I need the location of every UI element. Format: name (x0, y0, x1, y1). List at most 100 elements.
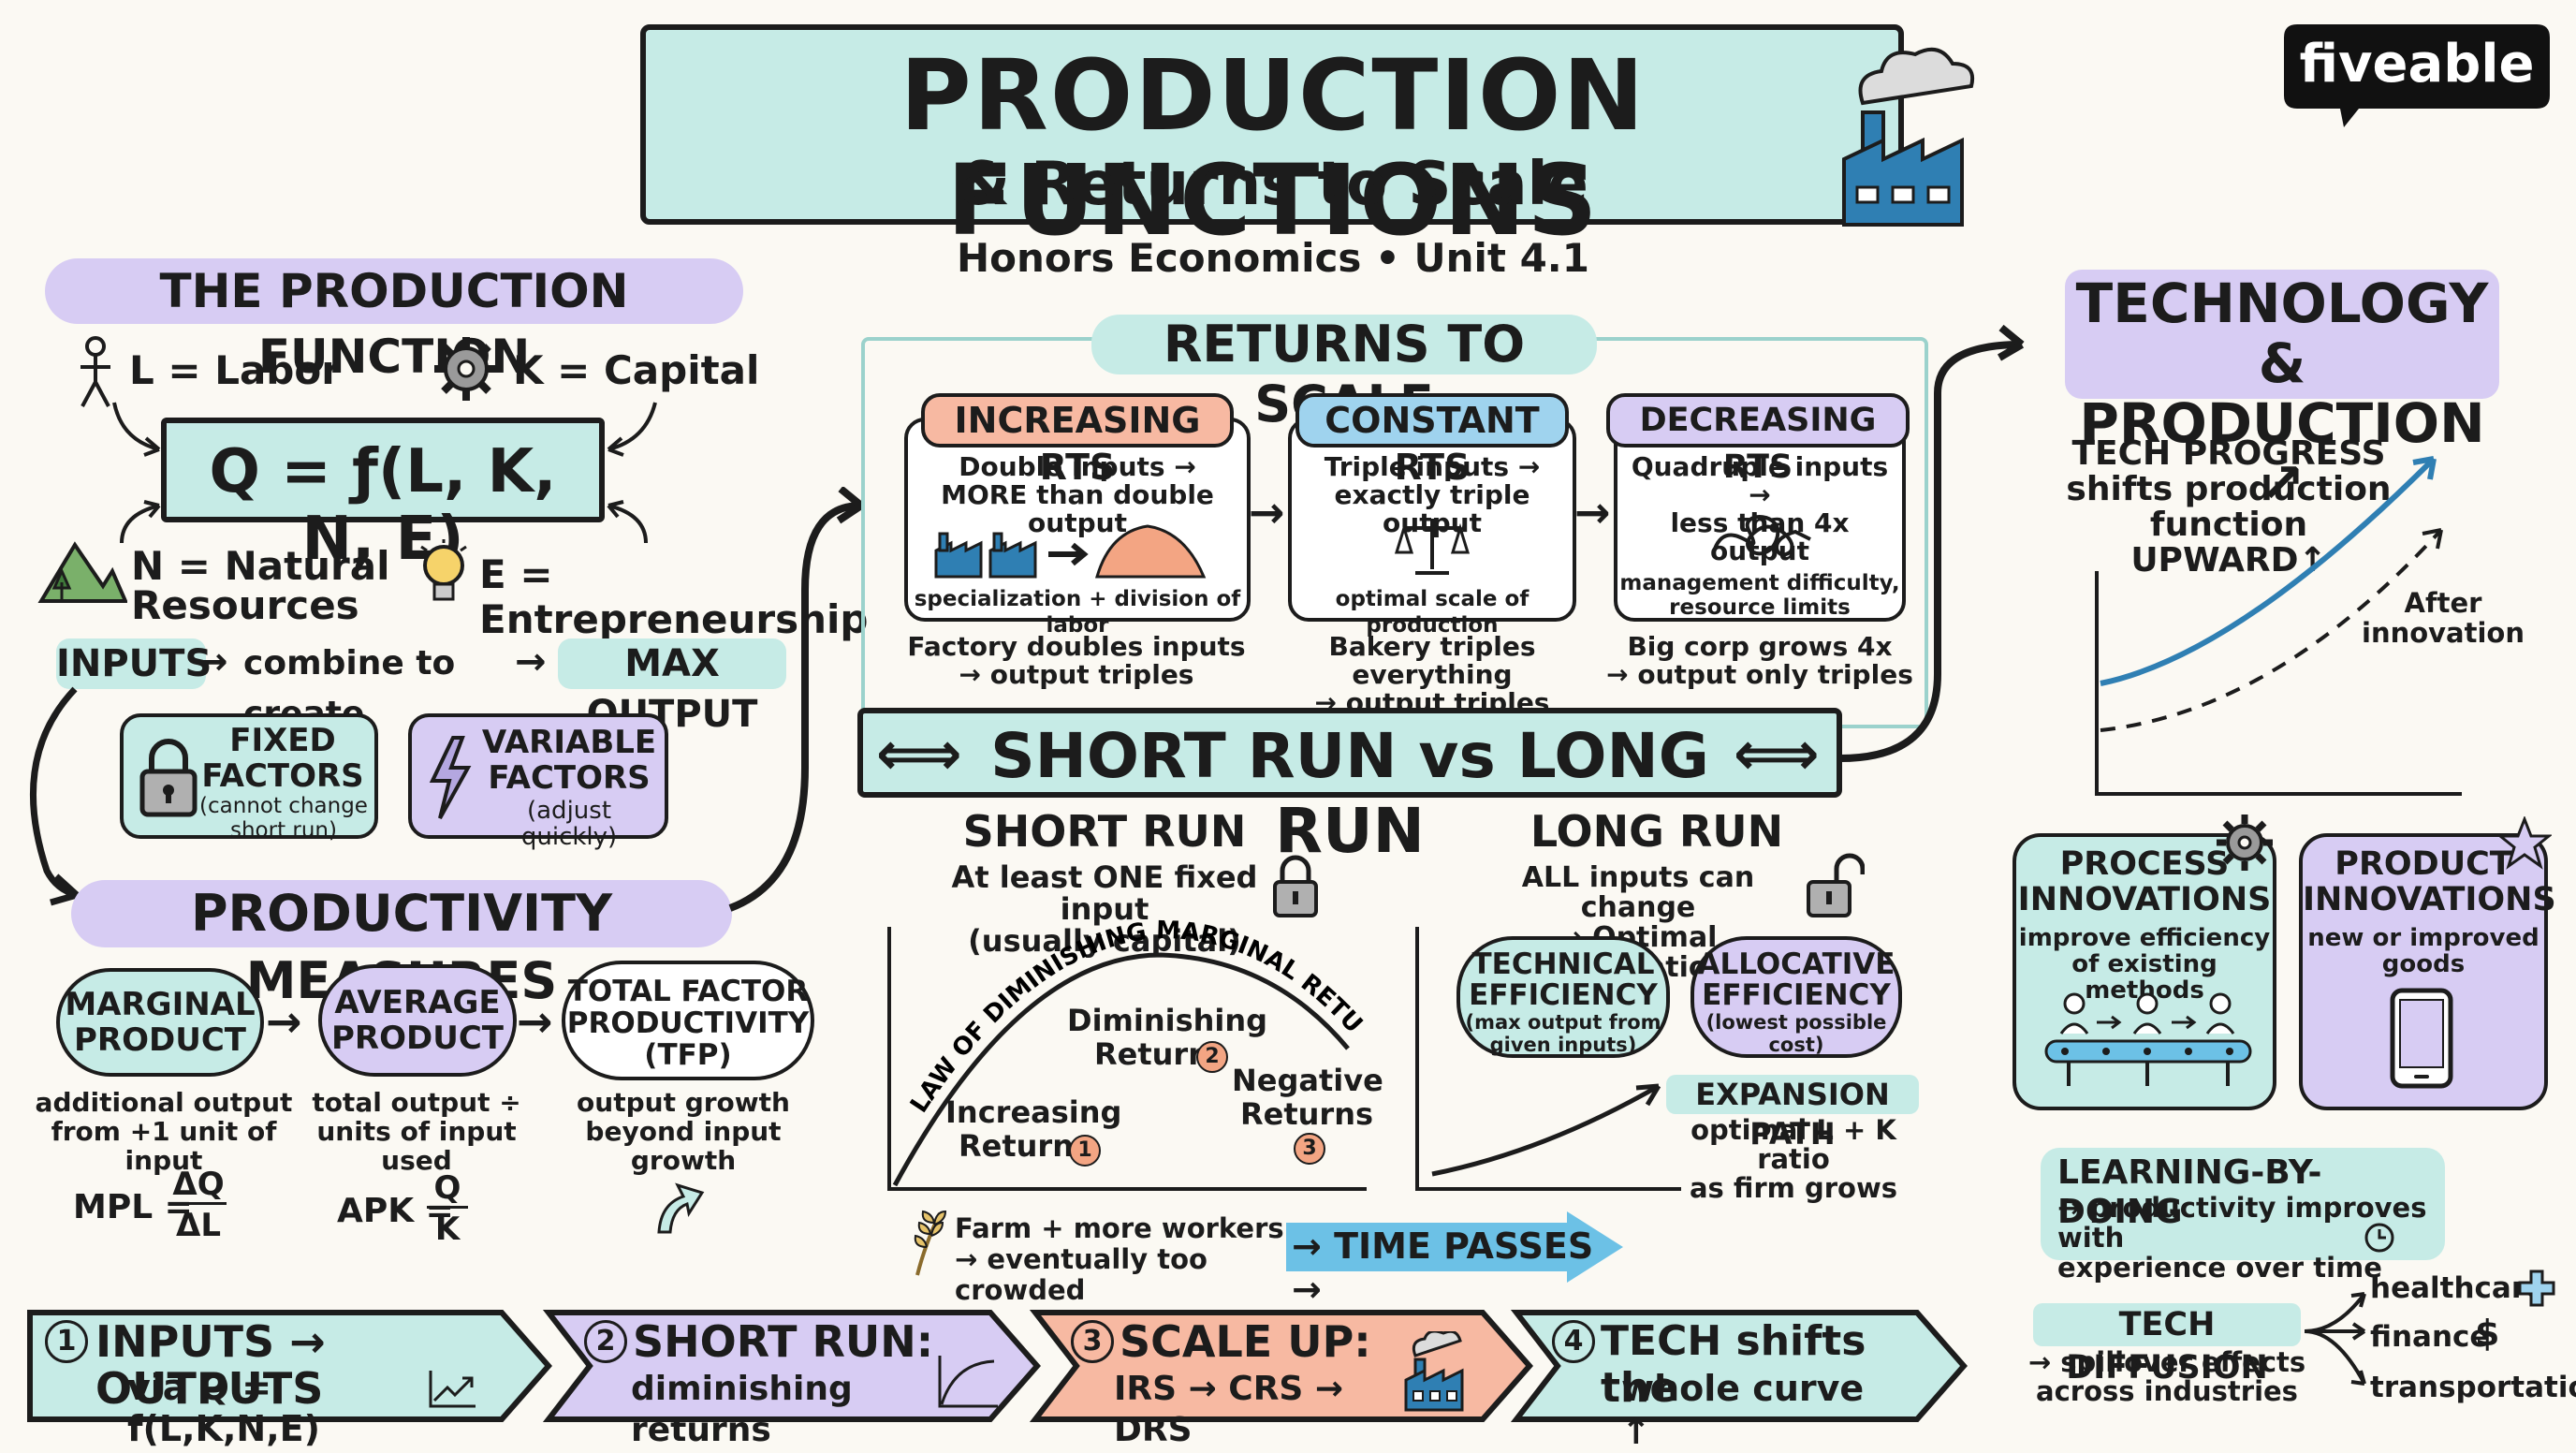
industry-finance: finance (2370, 1320, 2490, 1354)
capital-label: K = Capital (513, 347, 760, 393)
tfp-title: TOTAL FACTOR PRODUCTIVITY (TFP) (566, 975, 810, 1072)
diffusion-branches (2304, 1292, 2366, 1386)
natural-label: N = Natural Resources (131, 543, 390, 628)
apk-formula-lhs: APK = (337, 1192, 454, 1230)
drs-desc: Quadruple inputs → less than 4x output (1631, 451, 1889, 566)
fixed-factors-note: (cannot change short run) (199, 794, 368, 843)
step-1-line2: via Q = f(L,K,N,E) (127, 1367, 320, 1449)
fixed-factors-card: FIXED FACTORS (cannot change short run) (120, 713, 378, 843)
expansion-path-desc: optimal L + K ratio as firm grows (1689, 1114, 1898, 1204)
tech-diffusion-title: TECH DIFFUSION (2033, 1303, 2301, 1387)
process-innovations-card: PROCESS INNOVATIONS improve efficiency o… (2012, 833, 2276, 1110)
mpl-denominator: ΔL (176, 1207, 221, 1244)
runs-banner: ⟺ SHORT RUN vs LONG RUN ⟺ (857, 708, 1842, 867)
runs-banner-text: SHORT RUN vs LONG RUN (990, 720, 1709, 867)
summary-step-4: 4 TECH shifts the whole curve ↑ (1510, 1307, 1969, 1452)
badge-3: 3 (1294, 1133, 1325, 1165)
step-2-line2: diminishing returns (631, 1370, 853, 1449)
productivity-heading: PRODUCTIVITY MEASURES (71, 880, 732, 1010)
crs-example: Bakery triples everything → output tripl… (1314, 631, 1550, 718)
scale-factory-icon (1402, 1329, 1475, 1414)
long-run-title: LONG RUN (1530, 806, 1784, 857)
irs-to-crs-arrow: → (1249, 487, 1285, 537)
wheat-icon (906, 1208, 949, 1277)
step-3-line1: SCALE UP: (1120, 1316, 1371, 1367)
step-4-line2: whole curve ↑ (1621, 1368, 1865, 1452)
industry-healthcare: healthcare (2370, 1271, 2546, 1305)
allocative-efficiency-title: ALLOCATIVE EFFICIENCY (1697, 947, 1895, 1012)
step-4-line1: TECH shifts the (1601, 1317, 1866, 1412)
scale-icon (1394, 515, 1471, 577)
dollar-icon: $ (2475, 1313, 2500, 1354)
learning-by-doing-title: LEARNING-BY-DOING (2057, 1153, 2322, 1231)
industry-transportation: transportation (2370, 1371, 2576, 1404)
tangle-icon (1711, 511, 1814, 567)
curve-icon (936, 1354, 1002, 1410)
diminishing-returns-label: Diminishing Returns (1067, 1003, 1268, 1072)
irs-desc: Double inputs → MORE than double output (941, 451, 1214, 538)
inputs-arrow-1: → (197, 640, 228, 683)
step-4-number: 4 (1552, 1320, 1595, 1363)
tech-shift-chart (2095, 456, 2462, 796)
short-run-desc: At least ONE fixed input (usually capita… (951, 859, 1258, 959)
product-innovations-desc: new or improved goods (2307, 924, 2539, 978)
curved-arrow-to-productivity (30, 686, 80, 906)
plus-icon (2518, 1270, 2555, 1307)
returns-heading: RETURNS TO SCALE (1091, 315, 1597, 433)
process-innovations-title: PROCESS INNOVATIONS (2017, 845, 2272, 918)
allocative-efficiency-bubble: ALLOCATIVE EFFICIENCY (lowest possible c… (1690, 936, 1902, 1058)
fixed-factors-title: FIXED FACTORS (201, 722, 364, 795)
product-innovations-card: PRODUCT INNOVATIONS new or improved good… (2299, 833, 2556, 1110)
title-banner: PRODUCTION FUNCTIONS & Returns to Scale (640, 24, 1904, 253)
learning-by-doing-card: LEARNING-BY-DOING → productivity improve… (2041, 1148, 2445, 1283)
allocative-efficiency-note: (lowest possible cost) (1705, 1011, 1887, 1056)
step-3-number: 3 (1071, 1320, 1114, 1363)
process-gear-icon (2215, 813, 2275, 873)
arrow-to-technology (1839, 324, 2025, 762)
expansion-path-chart (1415, 927, 1681, 1191)
brand-name: fiveable (2299, 34, 2535, 95)
summary-step-3: 3 SCALE UP: IRS → CRS → DRS (1029, 1307, 1535, 1449)
variable-factors-note: (adjust quickly) (520, 797, 618, 851)
process-innovations-desc: improve efficiency of existing methods (2018, 924, 2271, 1005)
step-2-number: 2 (584, 1320, 627, 1363)
learning-by-doing-desc: → productivity improves with experience … (2057, 1192, 2427, 1284)
irs-factories-icon (932, 517, 1213, 582)
mpl-numerator: ΔQ (170, 1167, 227, 1205)
diminishing-returns-chart: LAW OF DIMINISHING MARGINAL RETURNS (880, 917, 1368, 1191)
factory-icon (1835, 37, 1994, 234)
after-innovation-label: After innovation (2362, 587, 2525, 649)
lightbulb-icon (417, 539, 470, 609)
inputs-arrow-2: → (515, 640, 547, 683)
variable-factors-title: VARIABLE FACTORS (481, 724, 657, 797)
average-product-bubble: AVERAGE PRODUCT (318, 964, 517, 1077)
tech-diffusion-desc: → spillover effects across industries (2027, 1346, 2306, 1407)
short-run-lock-icon (1271, 854, 1320, 919)
technical-efficiency-note: (max output from given inputs) (1465, 1011, 1661, 1056)
step-2-line1: SHORT RUN: (633, 1316, 934, 1367)
apk-denominator: K (434, 1211, 461, 1248)
growth-arrow-icon (651, 1176, 708, 1236)
crs-title: CONSTANT RTS (1295, 393, 1569, 488)
summary-step-2: 2 SHORT RUN: diminishing returns (542, 1307, 1043, 1449)
step-3-line2: IRS → CRS → DRS (1114, 1370, 1344, 1449)
mpl-formula-lhs: MPL = (73, 1188, 193, 1226)
course-label: Honors Economics • Unit 4.1 (957, 235, 1589, 281)
variable-factors-card: VARIABLE FACTORS (adjust quickly) (408, 713, 668, 850)
step-1-line1: INPUTS → OUTPUTS (95, 1316, 326, 1414)
labor-label: L = Labor (129, 347, 341, 393)
summary-step-1: 1 INPUTS → OUTPUTS via Q = f(L,K,N,E) (24, 1307, 554, 1449)
assembly-line-icon (2041, 987, 2256, 1090)
labor-icon (77, 335, 114, 410)
marginal-product-title: MARGINAL PRODUCT (65, 986, 256, 1059)
inputs-highlight: INPUTS (56, 638, 212, 689)
product-innovations-title: PRODUCT INNOVATIONS (2303, 845, 2556, 918)
phone-icon (2389, 987, 2454, 1090)
clock-icon (2363, 1221, 2396, 1255)
short-run-title: SHORT RUN (962, 806, 1247, 857)
drs-title: DECREASING RTS (1606, 393, 1910, 486)
gear-icon (431, 333, 502, 404)
product-star-icon (2496, 815, 2554, 871)
irs-note: specialization + division of labor (914, 587, 1241, 638)
step-1-number: 1 (45, 1320, 88, 1363)
